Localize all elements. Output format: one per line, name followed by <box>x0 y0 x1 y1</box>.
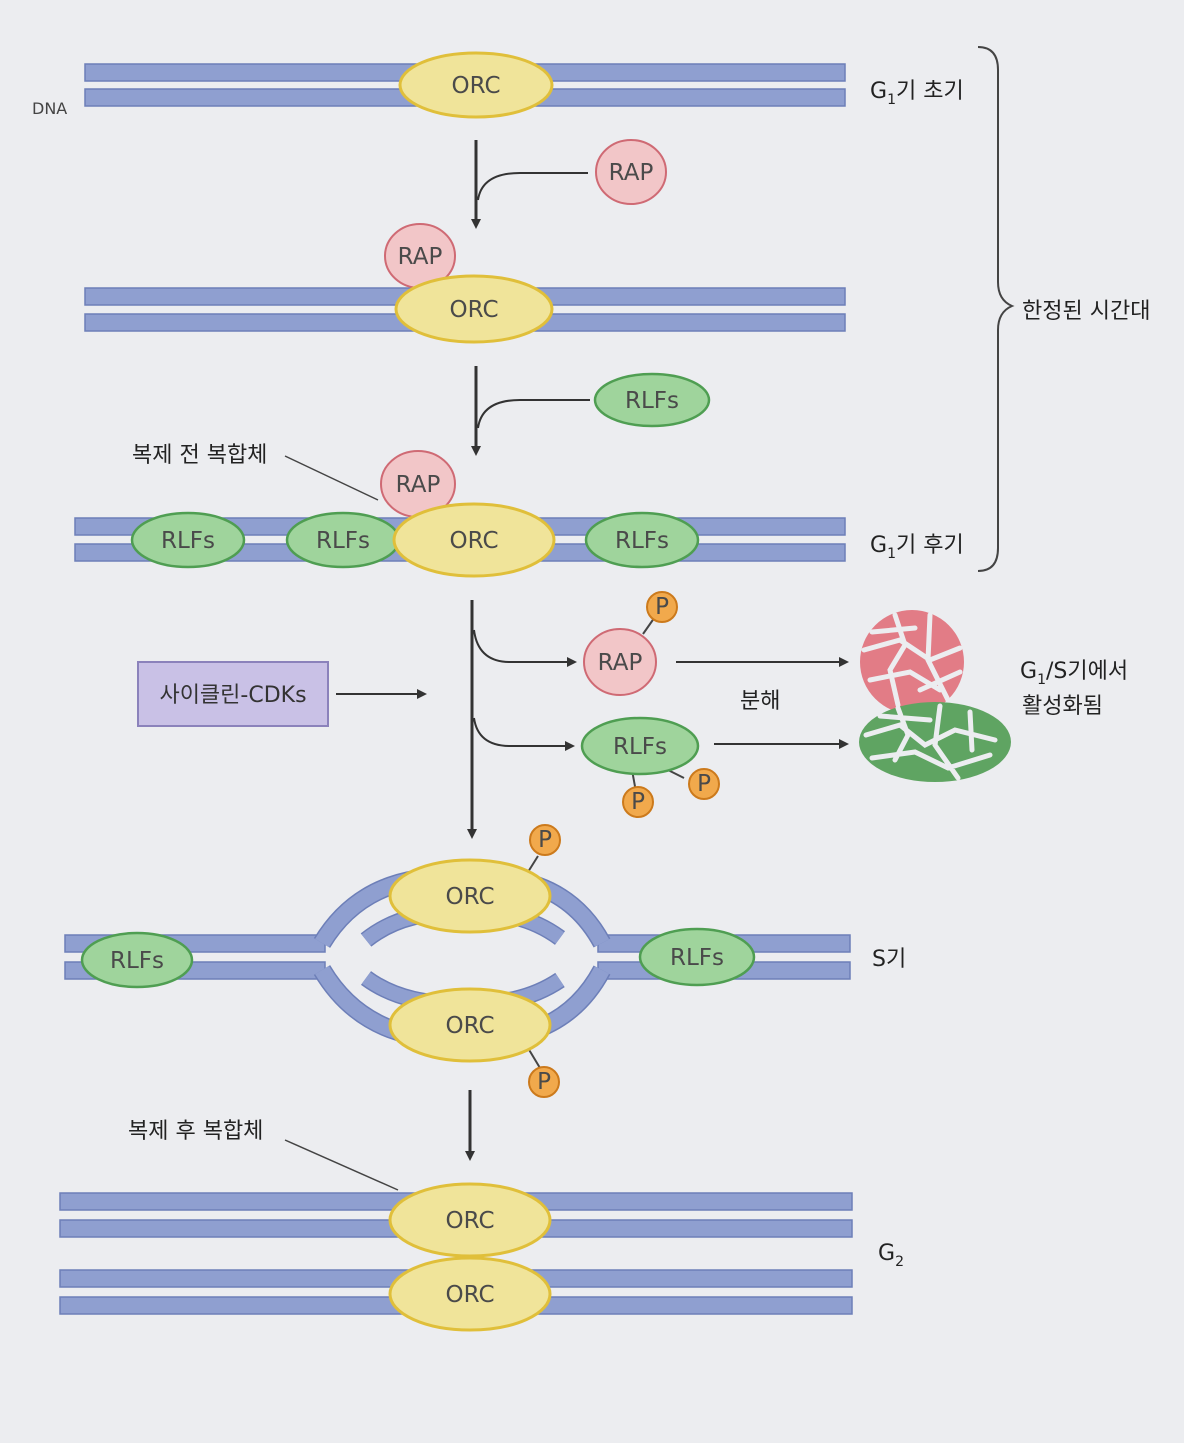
rap-shape <box>583 628 657 696</box>
rlfs-right: RLFs <box>584 511 700 569</box>
orc-label: ORC <box>446 884 495 910</box>
rlfs-phosphorylated: RLFs P P <box>580 716 720 818</box>
orc-shape <box>394 274 554 344</box>
phosphate: P <box>646 591 678 623</box>
stage-s-phase: RLFs RLFs ORC P ORC P S기 <box>64 824 906 1098</box>
rap-shape <box>595 139 667 205</box>
stage-g2: ORC ORC 복제 후 복합체 G2 <box>59 1119 904 1332</box>
window-brace: 한정된 시간대 <box>977 46 1150 572</box>
phosphate: P <box>688 768 720 800</box>
pre-complex-pointer <box>284 455 379 501</box>
orc-complex: ORC <box>394 274 554 344</box>
orc-lower: ORC P <box>388 987 560 1098</box>
stage-label-g2: G2 <box>878 1241 904 1270</box>
stage-g1-early: DNA ORC G1기 초기 <box>32 51 964 119</box>
degradation-label: 분해 <box>740 689 780 714</box>
rlfs-shape <box>584 511 700 569</box>
orc-upper: ORC <box>388 1182 552 1258</box>
rlfs-label: RLFs <box>615 528 669 554</box>
rlfs-label: RLFs <box>670 945 724 971</box>
phosphate-label: P <box>631 789 645 815</box>
phosphate: P <box>529 824 561 856</box>
orc-shape <box>388 1256 552 1332</box>
orc-label: ORC <box>446 1208 495 1234</box>
degraded-rlfs-fragments <box>859 702 1011 782</box>
stage-rap-bound: RAP ORC <box>84 223 846 344</box>
phosphate-shape <box>528 1066 560 1098</box>
rlfs-label: RLFs <box>316 528 370 554</box>
dna-label: DNA <box>32 99 67 118</box>
arrow-step-3 <box>467 600 577 839</box>
rlfs-right: RLFs <box>638 927 756 987</box>
rap-label: RAP <box>609 160 654 186</box>
phosphate-shape <box>622 786 654 818</box>
phosphate-label: P <box>655 594 669 620</box>
arrow-step-1 <box>471 140 588 229</box>
rlfs-label: RLFs <box>110 948 164 974</box>
g1s-activation-label-line1: G1/S기에서 <box>1020 659 1128 688</box>
orc-complex: ORC <box>392 502 556 578</box>
rlfs-label: RLFs <box>613 734 667 760</box>
orc-shape <box>388 987 552 1063</box>
stage-label-g1-late: G1기 후기 <box>870 533 964 562</box>
rlfs-shape <box>580 716 700 776</box>
rlfs-left-2: RLFs <box>285 511 401 569</box>
cyclin-cdks-box: 사이클린-CDKs <box>137 661 329 727</box>
rlfs-left: RLFs <box>80 931 194 989</box>
rap-phosphorylated: RAP P <box>583 591 678 696</box>
stage-label-s: S기 <box>872 947 906 972</box>
window-label: 한정된 시간대 <box>1022 299 1150 324</box>
rlfs-shape <box>80 931 194 989</box>
rap-bound: RAP <box>380 450 456 518</box>
phosphate-shape <box>646 591 678 623</box>
phosphate-shape <box>688 768 720 800</box>
rap-label: RAP <box>598 650 643 676</box>
rap-label: RAP <box>396 472 441 498</box>
rlfs-left-1: RLFs <box>130 511 246 569</box>
phosphate-label: P <box>538 827 552 853</box>
phosphate: P <box>528 1066 560 1098</box>
rlfs-shape <box>130 511 246 569</box>
orc-label: ORC <box>446 1013 495 1039</box>
arrow-step-2 <box>471 366 590 456</box>
orc-label: ORC <box>446 1282 495 1308</box>
orc-complex: ORC <box>398 51 554 119</box>
rlfs-label: RLFs <box>161 528 215 554</box>
orc-shape <box>398 51 554 119</box>
cyclin-cdks-shape <box>137 661 329 727</box>
cyclin-cdks-label: 사이클린-CDKs <box>159 683 306 708</box>
orc-shape <box>392 502 556 578</box>
post-complex-pointer <box>284 1139 399 1191</box>
degraded-rap-fragments <box>860 610 964 714</box>
orc-label: ORC <box>450 297 499 323</box>
rap-label: RAP <box>398 244 443 270</box>
orc-label: ORC <box>450 528 499 554</box>
rlfs-shape <box>638 927 756 987</box>
phosphate-label: P <box>697 771 711 797</box>
stage-g1-late: RLFs RLFs RLFs RAP ORC 복제 전 복합체 G1기 후기 <box>74 443 964 578</box>
stage-label-g1-early: G1기 초기 <box>870 79 964 108</box>
phosphate-shape <box>529 824 561 856</box>
pre-complex-label: 복제 전 복합체 <box>132 443 267 468</box>
rap-free: RAP <box>595 139 667 205</box>
rlfs-free: RLFs <box>593 372 711 428</box>
g1s-activation-label-line2: 활성화됨 <box>1022 694 1103 719</box>
orc-shape <box>388 858 552 934</box>
orc-upper: ORC P <box>388 824 561 934</box>
phosphate: P <box>622 786 654 818</box>
orc-label: ORC <box>452 73 501 99</box>
orc-shape <box>388 1182 552 1258</box>
post-complex-label: 복제 후 복합체 <box>128 1119 263 1144</box>
phosphate-label: P <box>537 1069 551 1095</box>
orc-lower: ORC <box>388 1256 552 1332</box>
rlfs-shape <box>593 372 711 428</box>
rlfs-label: RLFs <box>625 388 679 414</box>
